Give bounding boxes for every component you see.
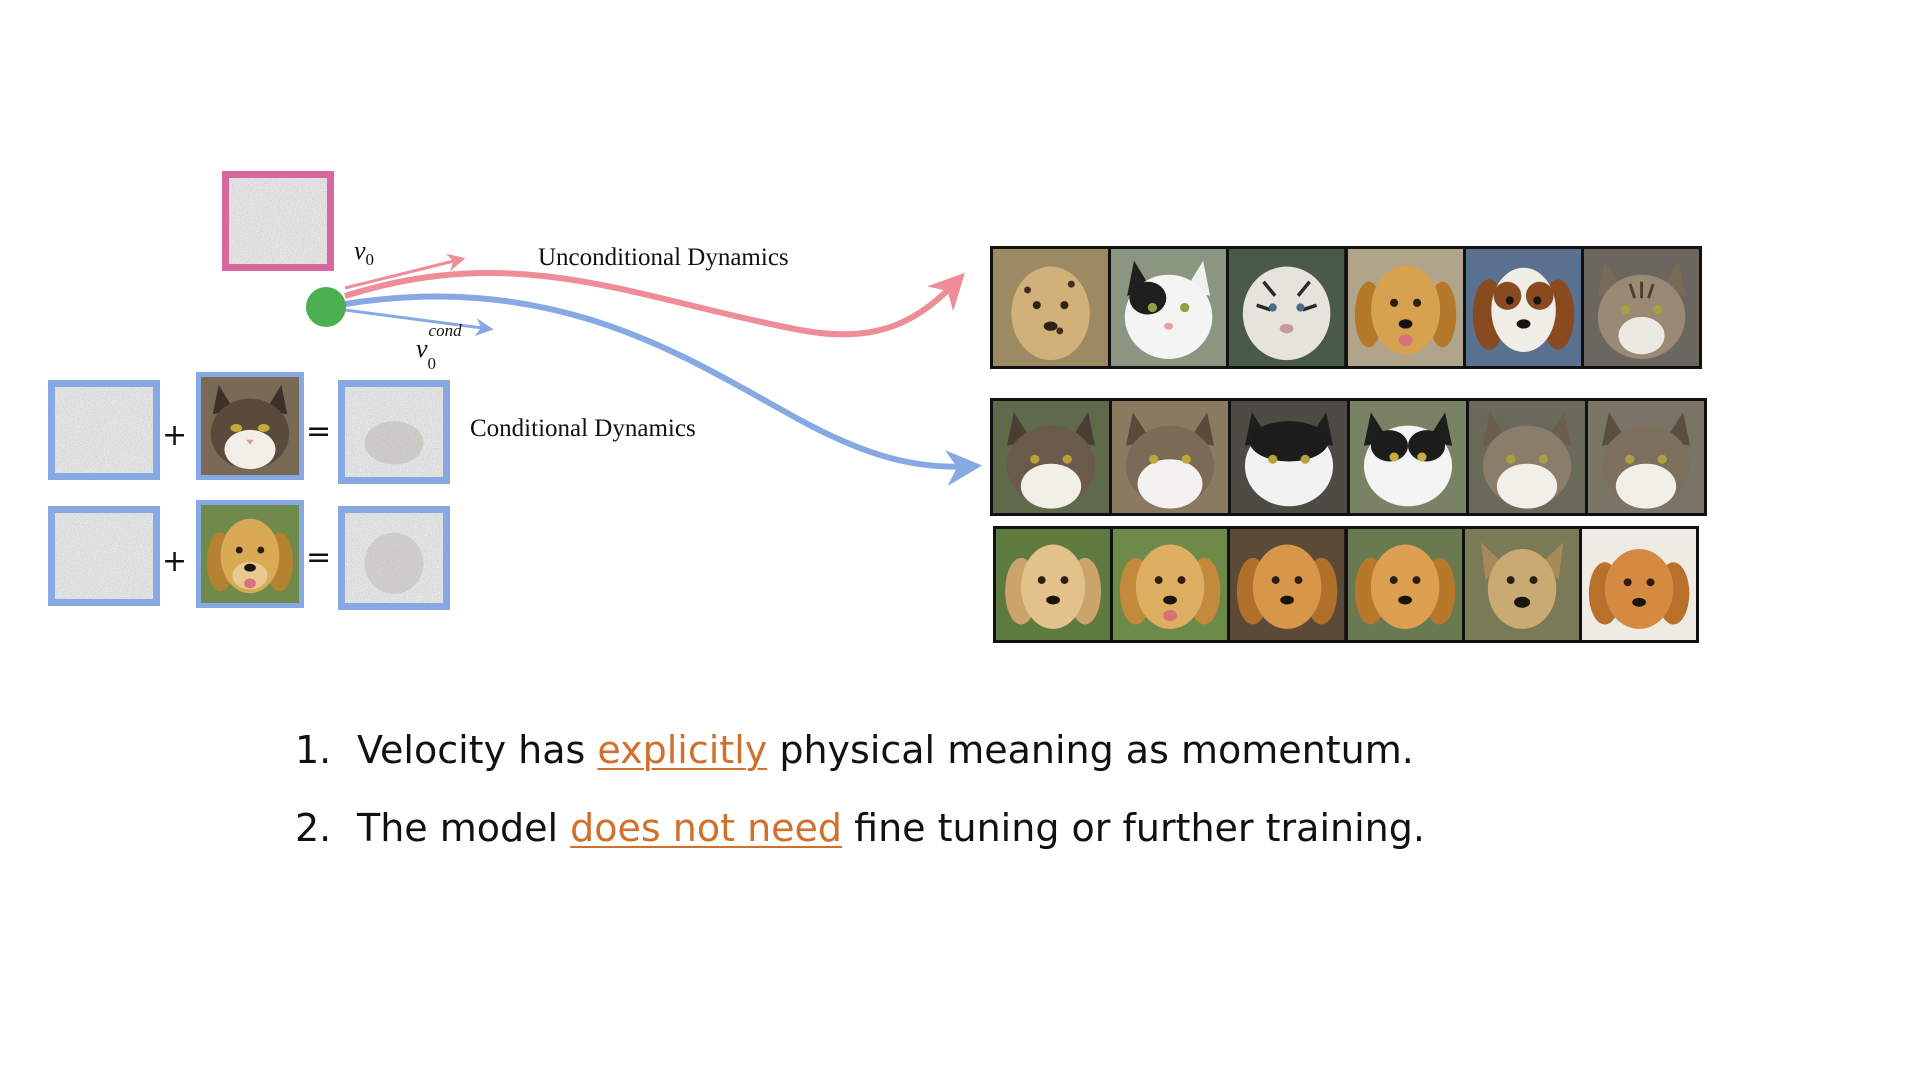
plus-sign: + (162, 544, 188, 579)
sample-cat-image (1231, 401, 1347, 513)
sample-cat-image (993, 401, 1109, 513)
item-text: fine tuning or further training. (842, 806, 1425, 850)
v0-vector-arrow (344, 253, 466, 290)
sample-spaniel-image (1465, 249, 1581, 366)
item-number: 1. (295, 728, 332, 772)
conditional-trajectory-arrow (344, 293, 983, 487)
start-point (306, 287, 346, 327)
item-text: Velocity has (357, 728, 598, 772)
equals-sign: = (306, 540, 332, 575)
sample-cat-image (1469, 401, 1585, 513)
sample-golden-retriever-image (1347, 249, 1463, 366)
conditional-dynamics-label: Conditional Dynamics (470, 415, 696, 442)
dog-condition-image (196, 500, 304, 608)
item-text: The model (357, 806, 571, 850)
sample-black-white-cat-image (1111, 249, 1227, 366)
sample-dog-image (996, 529, 1111, 640)
takeaway-item: 1. Velocity has explicitly physical meani… (295, 718, 1425, 796)
sample-dog-image (1464, 529, 1579, 640)
unconditional-noise-image (222, 171, 334, 271)
takeaways-list: 1. Velocity has explicitly physical meani… (295, 718, 1425, 874)
item-highlight: does not need (570, 806, 843, 850)
sample-cat-image (1350, 401, 1466, 513)
takeaway-item: 2. The model does not need fine tuning or… (295, 796, 1425, 874)
unconditional-trajectory-arrow (344, 270, 965, 338)
conditional-noise-image-dog (48, 506, 160, 606)
sample-cheetah-image (993, 249, 1109, 366)
item-text: physical meaning as momentum. (767, 728, 1414, 772)
vcond-vector-arrow (344, 308, 494, 337)
conditioned-noise-image-cat (338, 380, 450, 484)
sample-cat-image (1112, 401, 1228, 513)
sample-dog-image (1113, 529, 1228, 640)
equals-sign: = (306, 414, 332, 449)
conditioned-noise-image-dog (338, 506, 450, 610)
item-highlight: explicitly (597, 728, 768, 772)
unconditional-samples-strip (990, 246, 1702, 369)
sample-cat-image (1588, 401, 1704, 513)
sample-dog-image (1230, 529, 1345, 640)
unconditional-dynamics-label: Unconditional Dynamics (538, 244, 789, 271)
cat-condition-image (196, 372, 304, 480)
v0-label: v0 (354, 236, 375, 270)
sample-white-tiger-image (1229, 249, 1345, 366)
conditional-cat-samples-strip (990, 398, 1707, 516)
sample-dog-image (1581, 529, 1697, 640)
item-number: 2. (295, 806, 332, 850)
conditional-dog-samples-strip (993, 526, 1699, 643)
sample-dog-image (1347, 529, 1462, 640)
sample-tabby-cat-image (1583, 249, 1700, 366)
plus-sign: + (162, 418, 188, 453)
conditional-noise-image-cat (48, 380, 160, 480)
